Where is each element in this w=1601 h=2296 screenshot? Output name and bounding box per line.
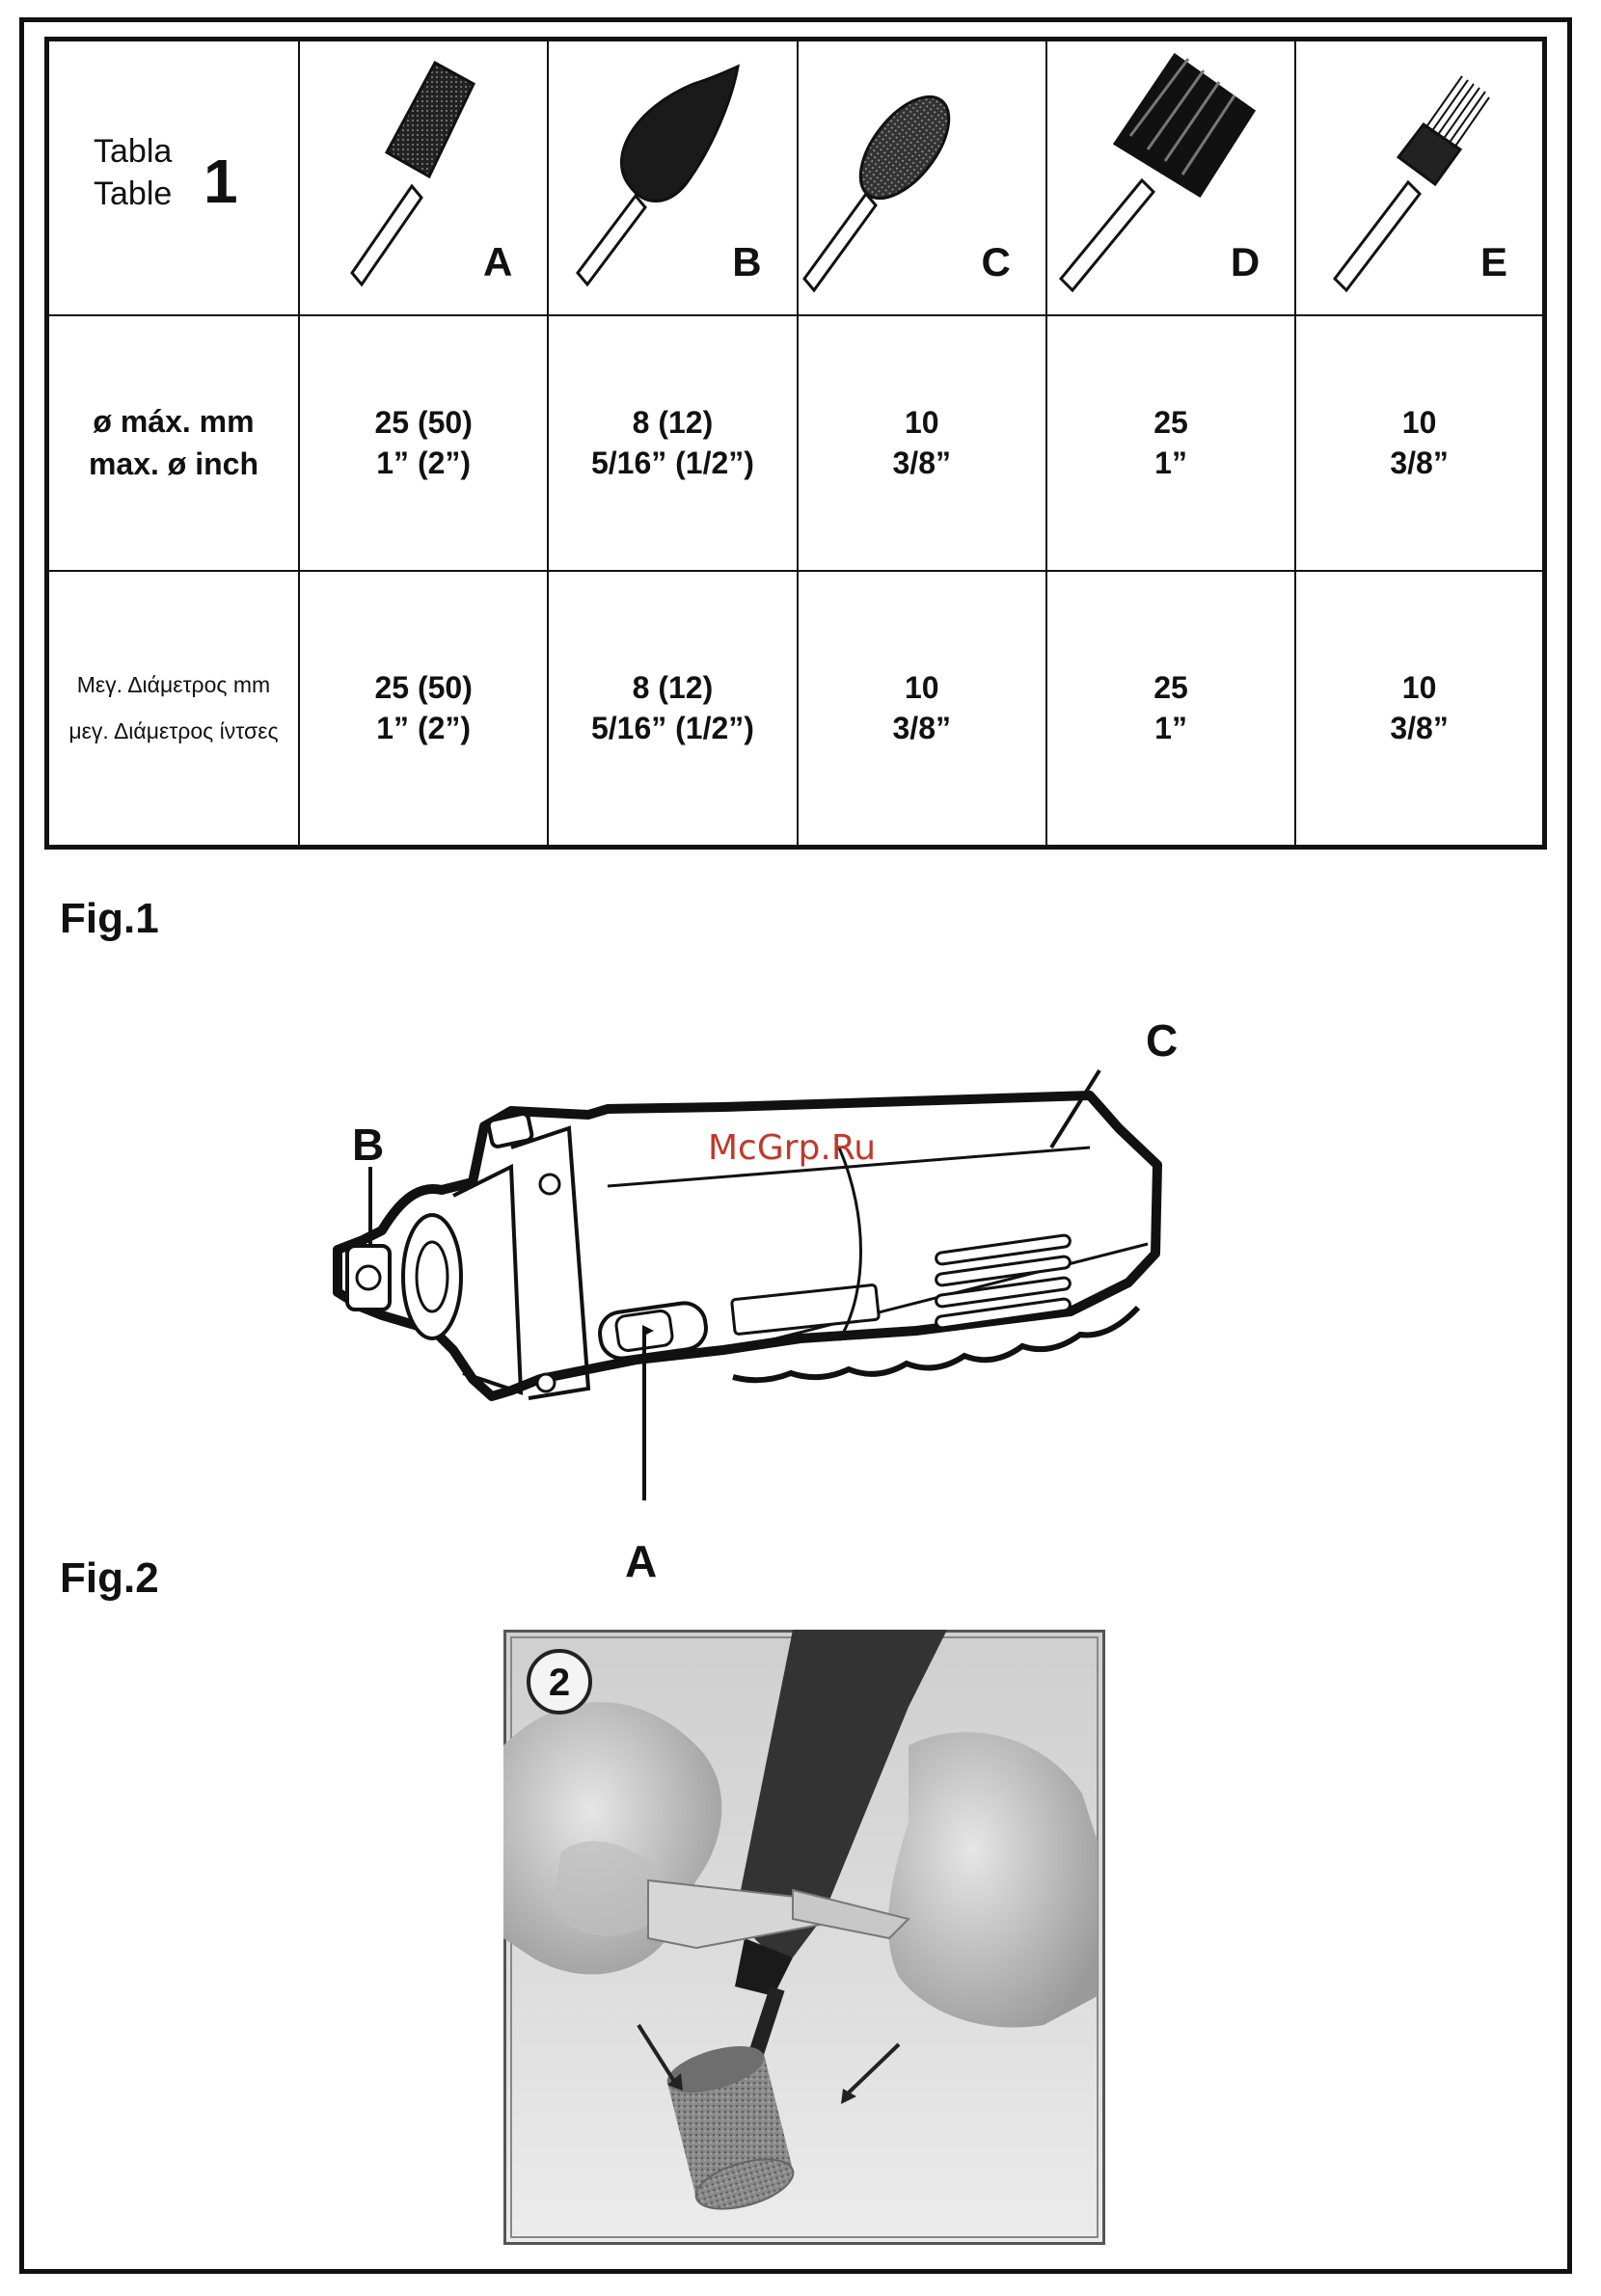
tool-cell-e: E [1295, 40, 1544, 315]
value-mm: 10 [1296, 402, 1542, 443]
table-title-en: Table [94, 173, 172, 215]
row2-label-inch: μεγ. Διάμετρος ίντσες [49, 708, 298, 754]
value-inch: 1” [1047, 708, 1294, 748]
value-inch: 1” (2”) [300, 443, 547, 483]
tool-cell-a: A [299, 40, 548, 315]
watermark: McGrp.Ru [708, 1128, 876, 1168]
value-inch: 3/8” [799, 708, 1045, 748]
row1-cell-b: 8 (12)5/16” (1/2”) [548, 315, 797, 571]
fig1-title: Fig.1 [60, 895, 159, 943]
value-mm: 8 (12) [549, 667, 796, 708]
die-grinder-illustration [318, 1003, 1186, 1543]
value-inch: 3/8” [1296, 443, 1542, 483]
table-number: 1 [204, 146, 238, 217]
tool-letter-b: B [732, 239, 761, 285]
tool-letter-d: D [1231, 239, 1260, 285]
value-inch: 3/8” [799, 443, 1045, 483]
value-inch: 5/16” (1/2”) [549, 708, 796, 748]
fig1-label-b: B [352, 1119, 384, 1171]
fig1-label-a: A [625, 1535, 657, 1587]
accessory-table: Tabla Table 1 A B [44, 37, 1547, 850]
hands-mounting-grinding-stone-photo: 2 [503, 1630, 1105, 2245]
tool-cell-b: B [548, 40, 797, 315]
value-mm: 10 [799, 402, 1045, 443]
value-mm: 25 (50) [300, 402, 547, 443]
tool-letter-c: C [982, 239, 1011, 285]
row1-label-inch: max. ø inch [49, 443, 298, 485]
tool-letter-e: E [1480, 239, 1507, 285]
row2-cell-a: 25 (50)1” (2”) [299, 571, 548, 848]
row1-label-cell: ø máx. mm max. ø inch [47, 315, 300, 571]
row2-label-mm: Μεγ. Διάμετρος mm [49, 662, 298, 708]
value-mm: 8 (12) [549, 402, 796, 443]
table-title-es: Tabla [94, 130, 172, 173]
value-mm: 25 [1047, 402, 1294, 443]
row2-cell-b: 8 (12)5/16” (1/2”) [548, 571, 797, 848]
table-title-cell: Tabla Table 1 [47, 40, 300, 315]
value-mm: 10 [799, 667, 1045, 708]
row1-label-mm: ø máx. mm [49, 400, 298, 443]
step-number: 2 [549, 1661, 570, 1704]
value-mm: 25 (50) [300, 667, 547, 708]
value-inch: 5/16” (1/2”) [549, 443, 796, 483]
tool-letter-a: A [483, 239, 512, 285]
fig1-label-c: C [1146, 1014, 1178, 1067]
tool-cell-c: C [798, 40, 1046, 315]
value-mm: 10 [1296, 667, 1542, 708]
value-inch: 1” (2”) [300, 708, 547, 748]
value-inch: 1” [1047, 443, 1294, 483]
value-inch: 3/8” [1296, 708, 1542, 748]
table-title-labels: Tabla Table [94, 130, 172, 215]
fig2-title: Fig.2 [60, 1554, 159, 1603]
tool-cell-d: D [1046, 40, 1295, 315]
value-mm: 25 [1047, 667, 1294, 708]
row2-label-cell: Μεγ. Διάμετρος mm μεγ. Διάμετρος ίντσες [47, 571, 300, 848]
row1-cell-a: 25 (50)1” (2”) [299, 315, 548, 571]
wire-brush-icon [1296, 41, 1545, 313]
